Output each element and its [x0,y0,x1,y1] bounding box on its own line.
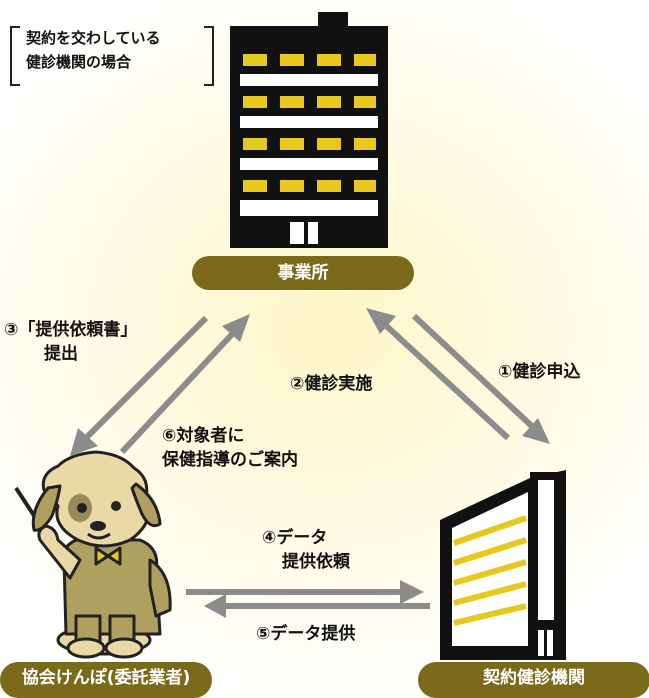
step2-label: ②健診実施 [290,374,373,394]
arrow-step1 [411,313,539,433]
step6-label: ⑥対象者に 保健指導のご案内 [162,424,298,472]
arrow-step6 [119,327,239,455]
arrow-step2-head [366,308,396,334]
step3-line2: 提出 [44,344,78,364]
step4-label: ④データ 提供依頼 [262,526,350,574]
office-label: 事業所 [192,256,414,290]
step4-line1: ④データ [262,528,328,548]
clinic-label: 契約健診機関 [418,662,649,698]
step6-line1: ⑥対象者に [162,426,245,446]
step5-label: ⑤データ提供 [256,624,356,644]
bracket-left [10,26,20,86]
arrow-step3-head [70,428,98,456]
step3-label: ③「提供依頼書」 提出 [4,318,137,366]
step4-line2: 提供依頼 [282,552,350,572]
arrow-step2 [379,319,511,441]
association-label: 協会けんぽ(委託業者) [0,662,212,698]
arrow-step5-head [204,594,226,618]
step1-label: ①健診申込 [498,362,581,382]
arrow-step4-head [400,580,424,604]
case-note-line1: 契約を交わしている [26,29,161,47]
mascot-dog-icon [14,450,172,659]
step6-line2: 保健指導のご案内 [162,450,298,470]
case-note: 契約を交わしている 健診機関の場合 [10,24,220,86]
step3-line1: ③「提供依頼書」 [4,320,138,340]
case-note-text: 契約を交わしている 健診機関の場合 [26,26,161,74]
bracket-right [204,26,214,86]
clinic-building-icon [440,470,566,660]
arrow-step6-head [222,314,250,342]
office-building-icon [230,12,388,248]
arrow-step3 [79,315,209,445]
arrow-step1-head [522,418,550,444]
case-note-line2: 健診機関の場合 [26,53,132,71]
